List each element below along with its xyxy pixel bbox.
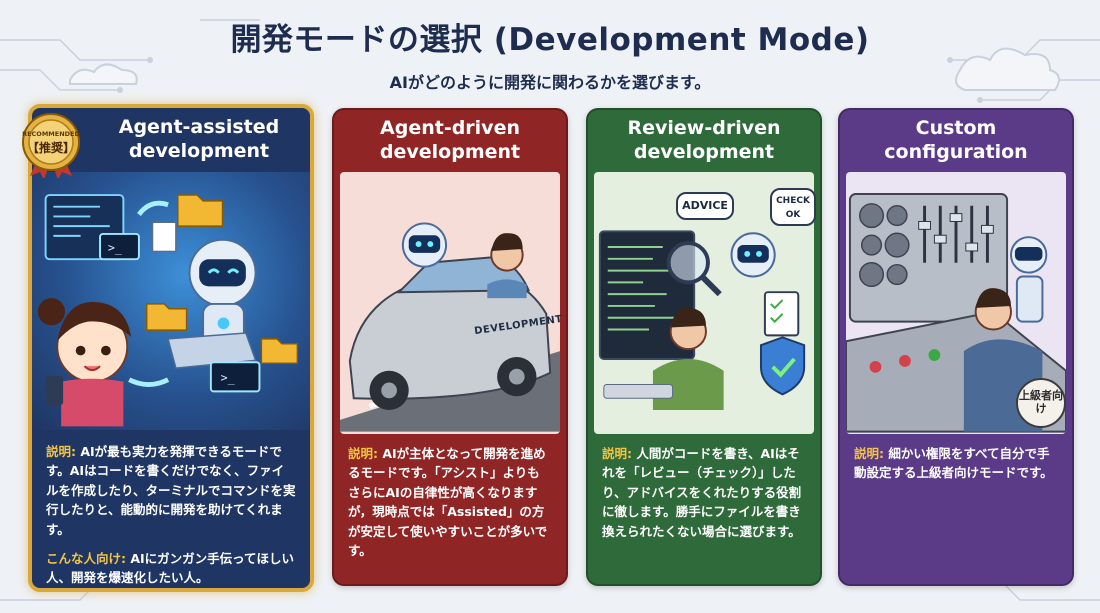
card-agent-assisted[interactable]: Agent-assisted development >_ bbox=[28, 104, 314, 592]
robot-helper-illustration: >_ >_ bbox=[37, 194, 299, 427]
card-agent-driven[interactable]: Agent-driven development 説明: AIが主体となって開発… bbox=[332, 108, 568, 586]
description-text: 説明: 人間がコードを書き、AIはそれを「レビュー（チェック）」したり、アドバイ… bbox=[602, 444, 806, 541]
description-content: 人間がコードを書き、AIはそれを「レビュー（チェック）」したり、アドバイスをくれ… bbox=[602, 446, 802, 539]
description-text: 説明: AIが主体となって開発を進めるモードです。「アシスト」よりもさらにAIの… bbox=[348, 444, 552, 560]
target-user-content: AIにガンガン手伝ってほしい人、開発を爆速化したい人。 bbox=[46, 550, 295, 586]
custom-configuration-illustration bbox=[846, 172, 1066, 434]
agent-assisted-illustration: >_ >_ bbox=[32, 172, 310, 430]
svg-text:>_: >_ bbox=[108, 240, 123, 254]
recommended-badge: RECOMMENDED 【推奨】 bbox=[18, 112, 84, 180]
page-title: 開発モードの選択 (Development Mode) bbox=[230, 22, 870, 58]
target-user-label: こんな人向け: bbox=[46, 550, 126, 566]
card-title: Agent-assisted development bbox=[118, 116, 280, 162]
description-label: 説明: bbox=[602, 446, 632, 461]
medal-icon bbox=[22, 113, 80, 180]
agent-driven-illustration bbox=[340, 172, 560, 434]
description-text: 説明: AIが最も実力を発揮できるモードです。AIはコードを書くだけでなく、ファ… bbox=[46, 442, 296, 539]
self-driving-car-illustration bbox=[340, 222, 560, 432]
page-header: 開発モードの選択 (Development Mode) AIがどのように開発に関… bbox=[0, 14, 1100, 93]
description-label: 説明: bbox=[348, 446, 378, 461]
svg-text:>_: >_ bbox=[221, 371, 236, 385]
card-custom-configuration[interactable]: Custom configuration bbox=[838, 108, 1074, 586]
page-subtitle: AIがどのように開発に関わるかを選びます。 bbox=[389, 73, 711, 92]
card-description: 説明: 細かい権限をすべて自分で手動設定する上級者向けモードです。 bbox=[840, 434, 1072, 483]
card-title: Custom configuration bbox=[884, 117, 1028, 163]
description-text: 説明: 細かい権限をすべて自分で手動設定する上級者向けモードです。 bbox=[854, 444, 1058, 483]
target-user-text: こんな人向け: AIにガンガン手伝ってほしい人、開発を爆速化したい人。 bbox=[46, 549, 296, 588]
code-review-illustration bbox=[598, 230, 806, 411]
card-title: Review-driven development bbox=[627, 117, 781, 163]
badge-main-text: 【推奨】 bbox=[26, 141, 75, 155]
card-description: 説明: AIが主体となって開発を進めるモードです。「アシスト」よりもさらにAIの… bbox=[334, 434, 566, 560]
control-panel-illustration bbox=[846, 193, 1066, 433]
badge-top-text: RECOMMENDED bbox=[22, 130, 80, 138]
card-title: Agent-driven development bbox=[379, 117, 521, 163]
description-content: AIが主体となって開発を進めるモードです。「アシスト」よりもさらにAIの自律性が… bbox=[348, 446, 548, 558]
description-content: 細かい権限をすべて自分で手動設定する上級者向けモードです。 bbox=[854, 446, 1053, 481]
description-label: 説明: bbox=[46, 444, 76, 459]
card-review-driven[interactable]: Review-driven development bbox=[586, 108, 822, 586]
card-description: 説明: 人間がコードを書き、AIはそれを「レビュー（チェック）」したり、アドバイ… bbox=[588, 434, 820, 541]
check-ok-bubble: CHECK OK bbox=[770, 188, 816, 226]
advice-bubble: ADVICE bbox=[676, 192, 734, 220]
card-description: 説明: AIが最も実力を発揮できるモードです。AIはコードを書くだけでなく、ファ… bbox=[32, 430, 310, 588]
description-content: AIが最も実力を発揮できるモードです。AIはコードを書くだけでなく、ファイルを作… bbox=[46, 444, 296, 537]
advanced-user-stamp: 上級者向け bbox=[1016, 378, 1066, 428]
description-label: 説明: bbox=[854, 446, 884, 461]
